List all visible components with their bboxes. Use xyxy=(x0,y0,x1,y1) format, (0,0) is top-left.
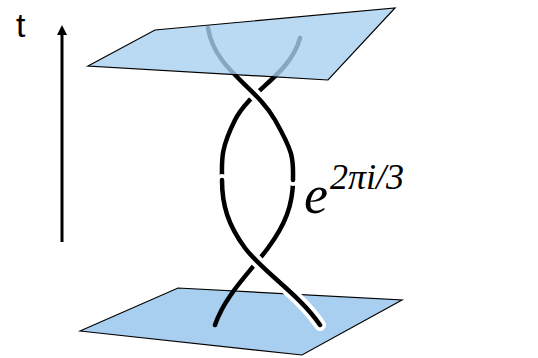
time-label: t xyxy=(16,8,25,42)
top-plane xyxy=(88,8,395,80)
phase-factor: e2πi/3 xyxy=(304,168,404,222)
time-arrow xyxy=(61,30,64,242)
phase-base: e xyxy=(304,165,328,225)
bottom-plane xyxy=(80,288,402,355)
phase-exponent: 2πi/3 xyxy=(330,157,404,197)
